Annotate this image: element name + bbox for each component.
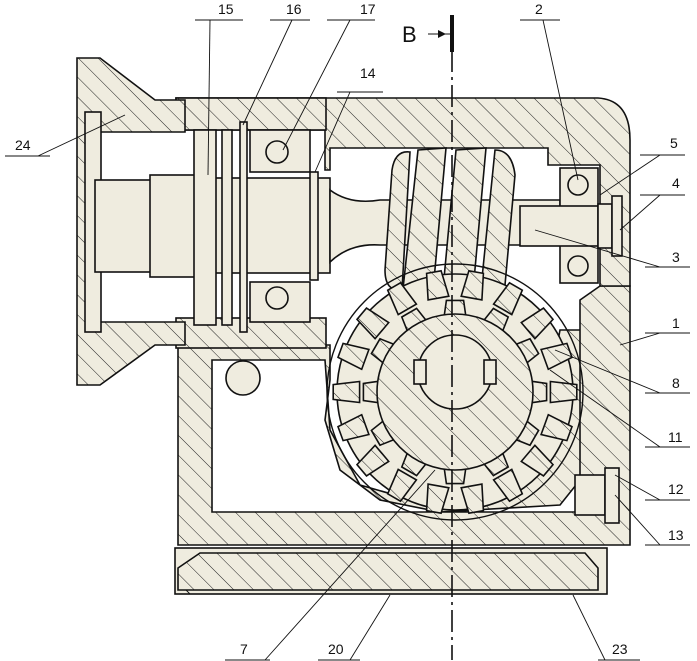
callout-24: 24	[15, 137, 31, 153]
callout-13: 13	[668, 527, 684, 543]
gear-tooth	[492, 281, 524, 316]
gear-tooth	[520, 444, 555, 477]
drain-plug	[574, 467, 620, 524]
callout-17: 17	[360, 1, 376, 17]
gear-tooth	[520, 307, 555, 340]
callout-labels: 15 16 17 14 2 5 4 3 1 8 11 12 13 24 7 20…	[15, 1, 684, 657]
callout-12: 12	[668, 481, 684, 497]
spacer-14	[309, 171, 319, 281]
callout-leaders	[5, 19, 690, 661]
gear-tooth	[337, 342, 370, 371]
callout-4: 4	[672, 175, 680, 191]
gear-tooth	[460, 483, 485, 515]
section-label: B	[402, 22, 417, 47]
gear-tooth	[549, 380, 578, 404]
seal-15	[193, 129, 217, 326]
callout-5: 5	[670, 135, 678, 151]
oil-level-indicator	[225, 360, 261, 396]
callout-7: 7	[240, 641, 248, 657]
gear-tooth	[332, 380, 361, 404]
callout-11: 11	[668, 429, 683, 445]
callout-15: 15	[218, 1, 234, 17]
callout-1: 1	[672, 315, 680, 331]
gear-tooth	[460, 269, 485, 301]
gear-tooth	[425, 483, 450, 515]
gear-tooth	[540, 413, 573, 442]
callout-20: 20	[328, 641, 344, 657]
circlip-16	[221, 121, 248, 333]
gear-tooth	[337, 413, 370, 442]
callout-23: 23	[612, 641, 628, 657]
gear-tooth	[355, 307, 390, 340]
shaft-end-3	[519, 195, 623, 257]
worm-gear-11	[326, 263, 584, 521]
bearing-17	[249, 129, 311, 323]
gear-tooth	[425, 269, 450, 301]
base-plate	[174, 547, 608, 595]
callout-8: 8	[672, 375, 680, 391]
section-axis-b: B	[402, 15, 454, 660]
gear-tooth	[355, 444, 390, 477]
gear-tooth	[386, 468, 418, 503]
gear-tooth	[386, 281, 418, 316]
callout-16: 16	[286, 1, 302, 17]
callout-3: 3	[672, 249, 680, 265]
callout-14: 14	[360, 65, 376, 81]
gear-tooth	[492, 468, 524, 503]
callout-2: 2	[535, 1, 543, 17]
